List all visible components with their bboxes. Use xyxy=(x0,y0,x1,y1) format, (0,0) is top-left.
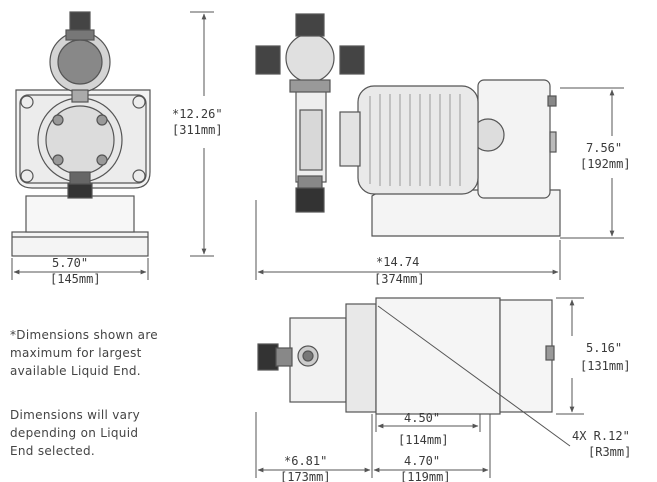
overall-length-mm-label: [374mm] xyxy=(374,272,425,286)
base-depth-mm-label: [131mm] xyxy=(580,359,631,373)
bolt-spacing-in-label: 4.50" xyxy=(404,411,440,425)
dimension-labels: *12.26" [311mm] 5.70" [145mm] 7.56" [192… xyxy=(50,107,631,482)
note-dimensions-vary: Dimensions will vary depending on Liquid… xyxy=(10,406,140,460)
note-line: maximum for largest xyxy=(10,346,142,360)
height-mm-label: [311mm] xyxy=(172,123,223,137)
note-line: depending on Liquid xyxy=(10,426,139,440)
dimension-lines xyxy=(11,11,624,478)
base-depth-in-label: 5.16" xyxy=(586,341,622,355)
side-height-in-label: 7.56" xyxy=(586,141,622,155)
height-in-label: *12.26" xyxy=(172,107,223,121)
base-length-in-label: 4.70" xyxy=(404,454,440,468)
side-view xyxy=(255,13,561,237)
bolt-spacing-mm-label: [114mm] xyxy=(398,433,449,447)
base-length-mm-label: [119mm] xyxy=(400,470,451,482)
note-max-dimensions: *Dimensions shown are maximum for larges… xyxy=(10,326,158,380)
note-line: Dimensions will vary xyxy=(10,408,140,422)
liquid-end-mm-label: [173mm] xyxy=(280,470,331,482)
front-width-in-label: 5.70" xyxy=(52,256,88,270)
liquid-end-in-label: *6.81" xyxy=(284,454,327,468)
front-width-mm-label: [145mm] xyxy=(50,272,101,286)
note-line: available Liquid End. xyxy=(10,364,141,378)
front-view xyxy=(11,11,151,257)
radius-label: 4X R.12" xyxy=(572,429,630,443)
overall-length-in-label: *14.74 xyxy=(376,255,419,269)
radius-mm-label: [R3mm] xyxy=(588,445,631,459)
note-line: End selected. xyxy=(10,444,95,458)
note-line: *Dimensions shown are xyxy=(10,328,158,342)
side-height-mm-label: [192mm] xyxy=(580,157,631,171)
top-view xyxy=(257,297,571,447)
